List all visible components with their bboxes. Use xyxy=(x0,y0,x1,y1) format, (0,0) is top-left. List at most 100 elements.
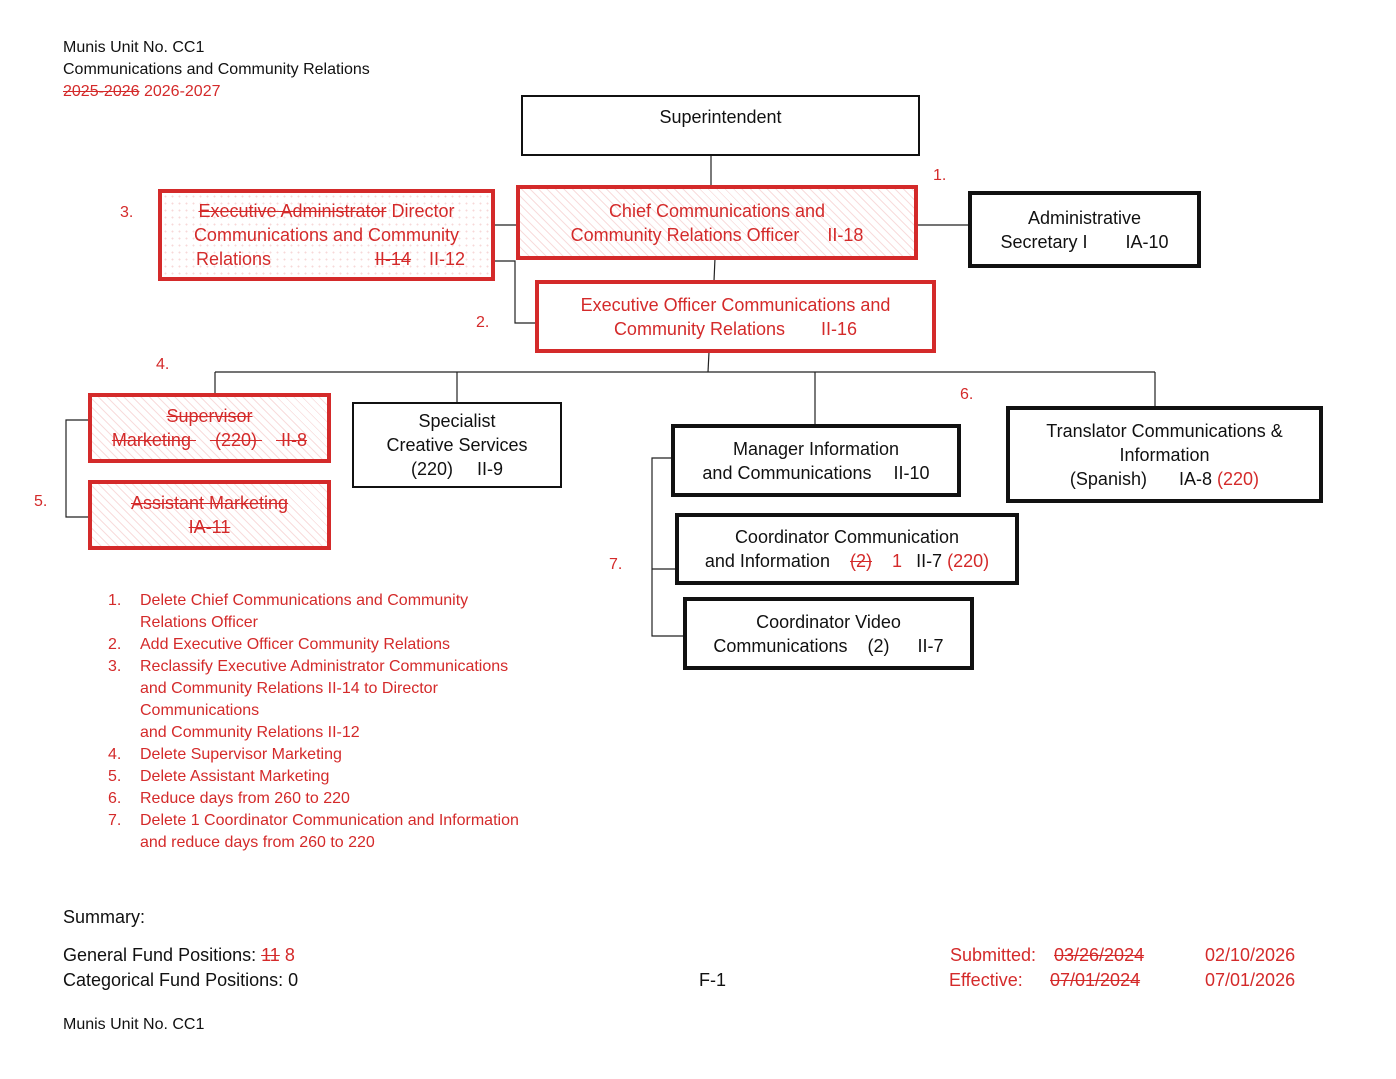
specialist-box: Specialist Creative Services (220) II-9 xyxy=(352,402,562,488)
submitted-new-date: 02/10/2026 xyxy=(1205,945,1296,965)
chief-line2: Community Relations Officer II-18 xyxy=(571,223,864,247)
translator-line1: Translator Communications & xyxy=(1046,420,1283,441)
manager-information-box: Manager Information and Communications I… xyxy=(671,424,961,497)
chief-communications-box: Chief Communications and Community Relat… xyxy=(516,185,918,260)
note-2-number: 2. xyxy=(108,636,122,653)
footer-unit-number: Munis Unit No. CC1 xyxy=(63,1016,205,1033)
note-3-line-4: and Community Relations II-12 xyxy=(140,724,360,741)
admin-secretary-grade: IA-10 xyxy=(1125,231,1169,252)
note-1: 1. Delete Chief Communications and Commu… xyxy=(108,590,519,634)
exec-officer-line2: Community Relations II-16 xyxy=(614,317,857,341)
fiscal-year-old: 2025-2026 xyxy=(63,83,140,100)
marker-3: 3. xyxy=(120,204,134,221)
specialist-line3: (220) II-9 xyxy=(411,457,503,481)
admin-secretary-line1: Administrative xyxy=(1027,207,1142,228)
effective-old-date: 07/01/2024 xyxy=(1050,970,1141,990)
coord-video-line1: Coordinator Video xyxy=(756,611,901,632)
general-fund-new: 8 xyxy=(284,945,295,965)
effective-label: Effective: xyxy=(949,970,1023,990)
supervisor-title-rest: Marketing xyxy=(111,430,191,450)
coord-video-grade: II-7 xyxy=(917,635,944,656)
coordinator-video-box: Coordinator Video Communications (2) II-… xyxy=(683,597,974,670)
submitted-label: Submitted: xyxy=(950,945,1037,965)
translator-grade: IA-8 xyxy=(1179,468,1213,489)
general-fund-label: General Fund Positions: xyxy=(63,945,257,965)
note-1-line-1: Delete Chief Communications and Communit… xyxy=(140,592,469,609)
fiscal-year-new: 2026-2027 xyxy=(143,83,221,100)
coord-comm-title-rest: and Information xyxy=(704,551,830,571)
assistant-grade: IA-11 xyxy=(188,517,231,537)
note-3-line-1: Reclassify Executive Administrator Commu… xyxy=(140,658,509,675)
director-new-title: Director xyxy=(391,201,455,221)
general-fund-old: 11 xyxy=(261,945,280,965)
director-old-title: Executive Administrator xyxy=(198,201,387,221)
specialist-line1: Specialist xyxy=(418,411,496,431)
note-5: 5. Delete Assistant Marketing xyxy=(108,766,519,788)
translator-line3: (Spanish) IA-8 (220) xyxy=(1070,467,1259,491)
admin-secretary-line2: Secretary I IA-10 xyxy=(1000,230,1168,254)
superintendent-box: Superintendent xyxy=(521,95,920,156)
marker-7: 7. xyxy=(609,556,623,573)
translator-line2: Information xyxy=(1119,444,1210,465)
fiscal-year: 2025-2026 2026-2027 xyxy=(63,81,220,103)
specialist-days: (220) xyxy=(410,459,453,479)
coord-comm-line1: Coordinator Communication xyxy=(734,527,960,547)
coordinator-communication-box: Coordinator Communication and Informatio… xyxy=(675,513,1019,585)
general-fund-positions: General Fund Positions: 11 8 xyxy=(63,943,295,967)
note-6: 6. Reduce days from 260 to 220 xyxy=(108,788,519,810)
categorical-fund-positions: Categorical Fund Positions: 0 xyxy=(63,968,298,992)
note-7-number: 7. xyxy=(108,812,122,829)
specialist-grade: II-9 xyxy=(477,459,504,479)
manager-grade: II-10 xyxy=(893,462,930,483)
supervisor-line2: Marketing (220) II-8 xyxy=(112,428,307,452)
note-6-number: 6. xyxy=(108,790,122,807)
director-old-grade: II-14 xyxy=(374,249,411,269)
coord-video-count: (2) xyxy=(867,635,890,656)
manager-line1: Manager Information xyxy=(732,438,900,459)
director-line3-text: Relations xyxy=(196,249,272,269)
chief-line1: Chief Communications and xyxy=(608,200,826,221)
summary-title: Summary: xyxy=(63,907,146,927)
supervisor-marketing-box: Supervisor Marketing (220) II-8 xyxy=(88,393,331,463)
marker-6: 6. xyxy=(960,386,974,403)
note-2-line-1: Add Executive Officer Community Relation… xyxy=(140,636,451,653)
coord-comm-new-count: 1 xyxy=(892,551,903,571)
marker-5: 5. xyxy=(34,493,48,510)
director-line2: Communications and Community xyxy=(193,225,460,245)
coord-comm-old-count: (2) xyxy=(849,551,872,571)
note-4-number: 4. xyxy=(108,746,122,763)
coord-video-line2: Communications (2) II-7 xyxy=(713,634,943,658)
note-7-line-2: and reduce days from 260 to 220 xyxy=(140,834,375,851)
coord-comm-line2: and Information (2) 1 II-7 (220) xyxy=(705,549,989,573)
note-7-line-1: Delete 1 Coordinator Communication and I… xyxy=(140,812,519,829)
director-line3: Relations II-14 II-12 xyxy=(162,247,491,271)
categorical-fund-value: 0 xyxy=(288,970,299,990)
specialist-line2: Creative Services xyxy=(386,435,528,455)
exec-officer-grade: II-16 xyxy=(821,318,858,339)
supervisor-line1: Supervisor xyxy=(166,406,253,426)
effective-new-date: 07/01/2026 xyxy=(1205,970,1296,990)
chief-title-rest: Community Relations Officer xyxy=(570,224,800,245)
assistant-line1: Assistant Marketing xyxy=(130,493,289,513)
note-4: 4. Delete Supervisor Marketing xyxy=(108,744,519,766)
assistant-marketing-box: Assistant Marketing IA-11 xyxy=(88,480,331,550)
marker-2: 2. xyxy=(476,314,490,331)
note-7: 7. Delete 1 Coordinator Communication an… xyxy=(108,810,519,854)
director-new-grade: II-12 xyxy=(428,249,465,269)
department-name: Communications and Community Relations xyxy=(63,61,370,78)
marker-4: 4. xyxy=(156,356,170,373)
change-notes-list: 1. Delete Chief Communications and Commu… xyxy=(108,590,519,854)
note-1-line-2: Relations Officer xyxy=(140,614,258,631)
categorical-fund-label: Categorical Fund Positions: xyxy=(63,970,284,990)
note-5-line-1: Delete Assistant Marketing xyxy=(140,768,330,785)
note-4-line-1: Delete Supervisor Marketing xyxy=(140,746,342,763)
exec-officer-line1: Executive Officer Communications and xyxy=(580,294,891,315)
supervisor-grade: II-8 xyxy=(281,430,308,450)
translator-box: Translator Communications & Information … xyxy=(1006,406,1323,503)
coord-comm-days: (220) xyxy=(947,551,990,571)
superintendent-title: Superintendent xyxy=(659,107,782,127)
translator-days: (220) xyxy=(1217,468,1260,489)
coord-video-title-rest: Communications xyxy=(713,635,848,656)
note-3-line-2: and Community Relations II-14 to Directo… xyxy=(140,680,438,697)
